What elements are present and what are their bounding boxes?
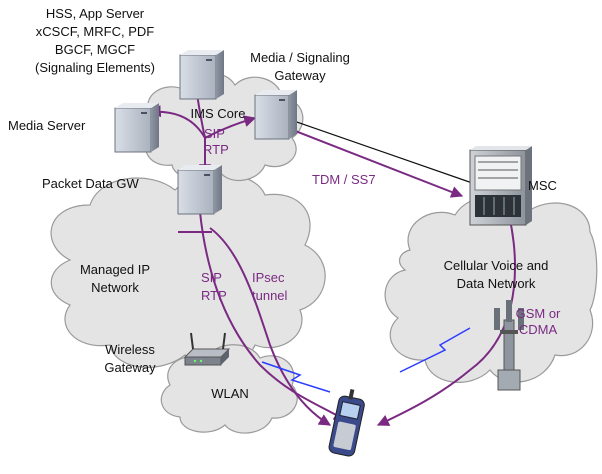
server-icon <box>114 103 159 153</box>
mobile-phone-icon <box>328 389 365 457</box>
media-server-label: Media Server <box>8 118 86 133</box>
wireless-links <box>261 327 471 393</box>
server-icon <box>179 50 224 100</box>
cellular-path <box>376 198 516 426</box>
media-gateway-line2: Gateway <box>274 68 326 83</box>
ipsec-tunnel-path <box>209 227 332 426</box>
sip-rtp-path <box>199 211 347 421</box>
media-gateway-line1: Media / Signaling <box>250 50 350 65</box>
managed-ip-cloud <box>50 172 326 368</box>
sip-ip-label: SIP <box>201 270 222 285</box>
wireless-gw-line1: Wireless <box>105 342 155 357</box>
msc-rack-icon <box>469 146 532 226</box>
wlan-wireless-link <box>261 361 331 393</box>
wireless-gw-line2: Gateway <box>104 360 156 375</box>
gsm-cdma-line2: CDMA <box>519 322 558 337</box>
ims-arrow-to-gateway <box>204 115 257 139</box>
gsm-cdma-line1: GSM or <box>516 306 561 321</box>
ims-core-label: IMS Core <box>191 106 246 121</box>
ipsec-line2: tunnel <box>252 288 288 303</box>
packet-gw-label: Packet Data GW <box>42 176 140 191</box>
cell-tower-icon <box>494 300 524 391</box>
tdm-ss7-label: TDM / SS7 <box>312 172 376 187</box>
ipsec-line1: IPsec <box>252 270 285 285</box>
wireless-router-icon <box>183 332 231 366</box>
signaling-elements-line3: BGCF, MGCF <box>55 42 135 57</box>
signaling-elements-line2: xCSCF, MRFC, PDF <box>36 24 155 39</box>
managed-ip-line2: Network <box>91 280 139 295</box>
cellular-line2: Data Network <box>457 276 536 291</box>
managed-ip-line1: Managed IP <box>80 262 150 277</box>
cell-wireless-link <box>399 327 471 373</box>
rtp-core-label: RTP <box>203 142 229 157</box>
msc-label: MSC <box>528 178 557 193</box>
server-icon <box>254 90 297 140</box>
wlan-label: WLAN <box>211 386 249 401</box>
sip-core-label: SIP <box>204 126 225 141</box>
rtp-ip-label: RTP <box>201 288 227 303</box>
signaling-elements-label: HSS, App Server xCSCF, MRFC, PDF BGCF, M… <box>35 6 155 75</box>
server-icon <box>177 165 222 215</box>
signaling-elements-line4: (Signaling Elements) <box>35 60 155 75</box>
cellular-line1: Cellular Voice and <box>444 258 549 273</box>
signaling-elements-line1: HSS, App Server <box>46 6 145 21</box>
